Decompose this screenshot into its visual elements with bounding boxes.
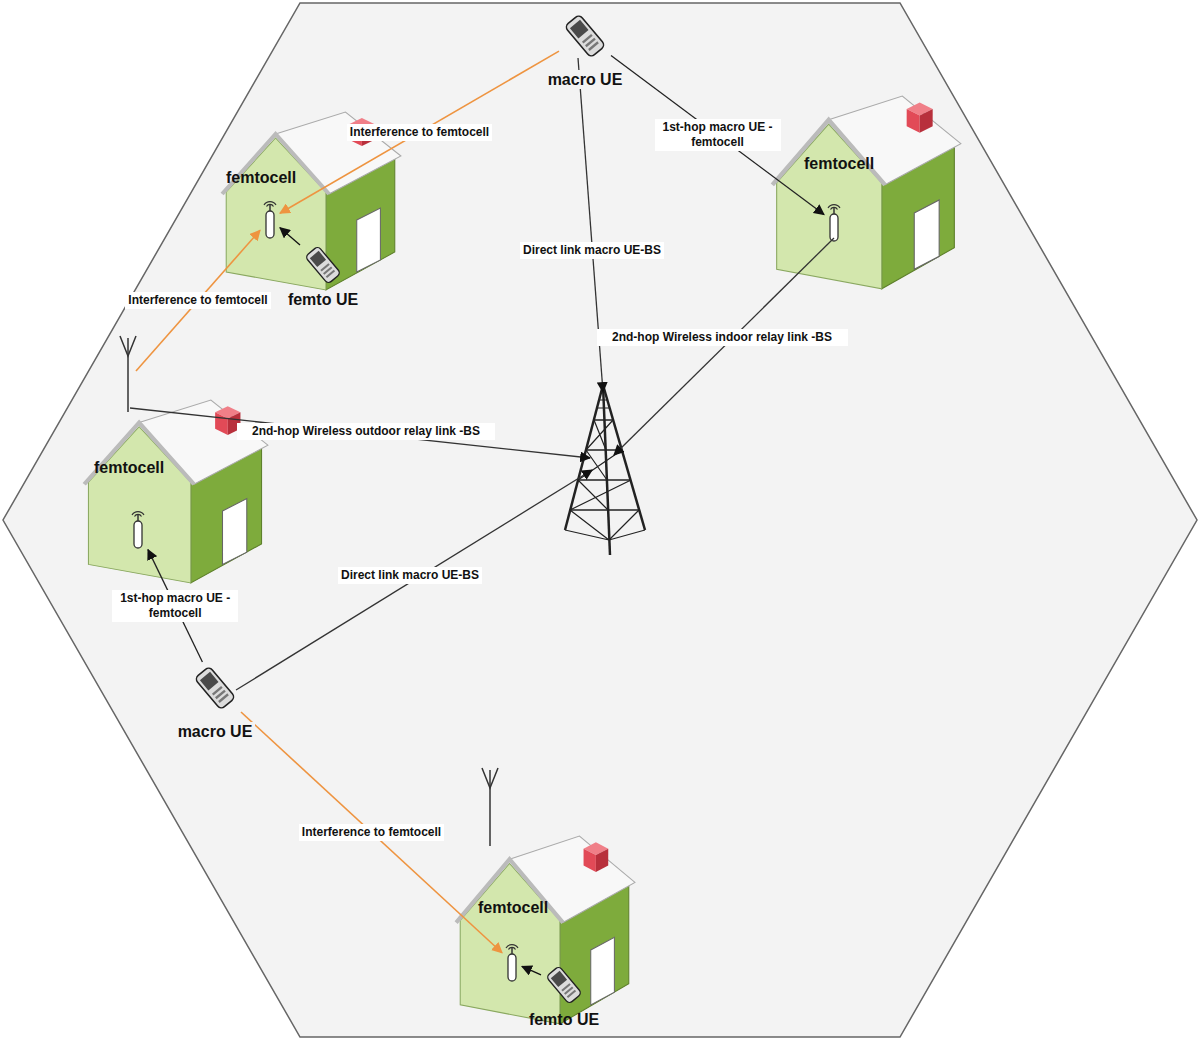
node-label: femtocell <box>226 168 296 187</box>
link-label: Direct link macro UE-BS <box>338 567 482 584</box>
phone-icon <box>191 664 239 712</box>
link-label: 2nd-hop Wireless indoor relay link -BS <box>597 329 848 346</box>
bs-links <box>130 58 834 690</box>
phone-icon <box>543 964 585 1006</box>
phone <box>191 664 239 712</box>
femtocell-antenna <box>504 941 520 983</box>
outdoor-antenna-mast <box>482 768 498 846</box>
indoor-relay-line <box>614 238 834 455</box>
user-equipment: macro UE <box>525 8 645 98</box>
interference-link <box>136 230 260 371</box>
house-drawing <box>768 96 963 291</box>
femtocell-antenna <box>826 201 842 243</box>
node-label: macro UE <box>545 70 626 89</box>
phone-icon <box>561 12 609 60</box>
node-label: femtocell <box>804 154 874 173</box>
radio-link <box>611 55 824 214</box>
femtocell-antenna <box>262 198 278 240</box>
house-drawing <box>452 836 637 1026</box>
direct-link-line <box>236 470 592 690</box>
femtocell-house: femtocell <box>768 96 963 291</box>
femtocell-house: femtocell <box>80 400 270 585</box>
node-label: macro UE <box>175 722 256 741</box>
house-drawing <box>218 112 403 292</box>
node-label: femtocell <box>478 898 548 917</box>
base-station-tower <box>565 385 645 555</box>
phone-icon <box>302 244 344 286</box>
user-equipment: macro UE <box>160 660 270 750</box>
femtocell-house: femtocellfemto UE <box>218 112 403 292</box>
antenna-port <box>826 201 842 243</box>
antenna-port <box>262 198 278 240</box>
node-label: femto UE <box>526 1010 602 1029</box>
interference-link <box>241 712 502 953</box>
direct-link-line <box>578 58 603 392</box>
outdoor-antenna-port <box>122 360 134 400</box>
hexagon-cell <box>3 3 1197 1037</box>
phone <box>561 12 609 60</box>
link-label: 2nd-hop Wireless outdoor relay link -BS <box>237 423 495 440</box>
user-equipment: femto UE <box>273 240 373 312</box>
antenna-port <box>130 508 146 550</box>
node-label: femto UE <box>285 290 361 309</box>
phone <box>302 244 344 286</box>
user-equipment: femto UE <box>514 960 614 1032</box>
phone <box>543 964 585 1006</box>
outdoor-antenna-mast <box>120 336 136 412</box>
node-label: femtocell <box>94 458 164 477</box>
house-drawing <box>80 400 270 585</box>
femtocell-antenna <box>130 508 146 550</box>
antenna-port <box>504 941 520 983</box>
femtocell-house: femtocell femto UE <box>452 836 637 1026</box>
